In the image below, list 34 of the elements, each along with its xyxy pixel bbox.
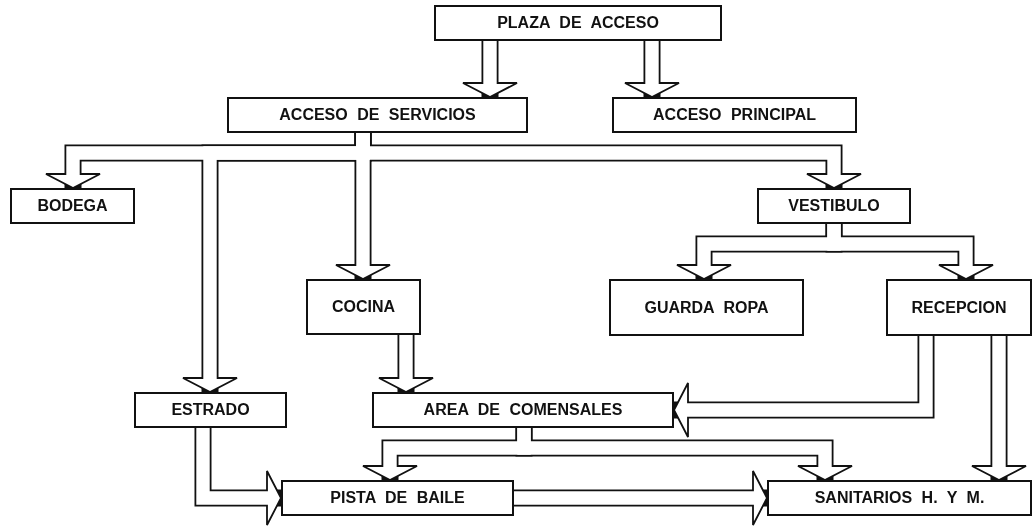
room-label: COCINA [331,298,396,316]
room-label: RECEPCION [911,298,1007,317]
room-box [757,188,911,224]
room-label: BODEGA [37,197,108,215]
arrow [825,224,994,280]
room-box [434,5,722,41]
room-label: SANITARIOS H. Y M. [814,489,985,507]
arrow [514,470,768,526]
room-box [134,392,287,428]
arrow [354,133,862,189]
arrow [673,336,935,438]
room-label: PLAZA DE ACCESO [497,14,659,32]
room-label: ACCESO DE SERVICIOS [279,106,476,124]
arrow [462,41,518,98]
arrow [515,428,853,481]
room-box [609,279,804,336]
arrow [378,335,434,393]
arrow [971,336,1027,481]
arrow [624,41,680,98]
room-box [767,480,1032,516]
room-box [612,97,857,133]
room-box [10,188,135,224]
room-box [227,97,528,133]
room-box [886,279,1032,336]
room-label: AREA DE COMENSALES [423,401,623,419]
room-label: VESTIBULO [788,197,880,215]
room-label: GUARDA ROPA [644,298,769,317]
room-label: PISTA DE BAILE [330,489,465,507]
arrow [194,428,282,526]
room-label: ACCESO PRINCIPAL [653,106,816,124]
room-box [306,279,421,335]
room-box [372,392,674,428]
room-label: ESTRADO [171,401,250,419]
room-box [281,480,514,516]
